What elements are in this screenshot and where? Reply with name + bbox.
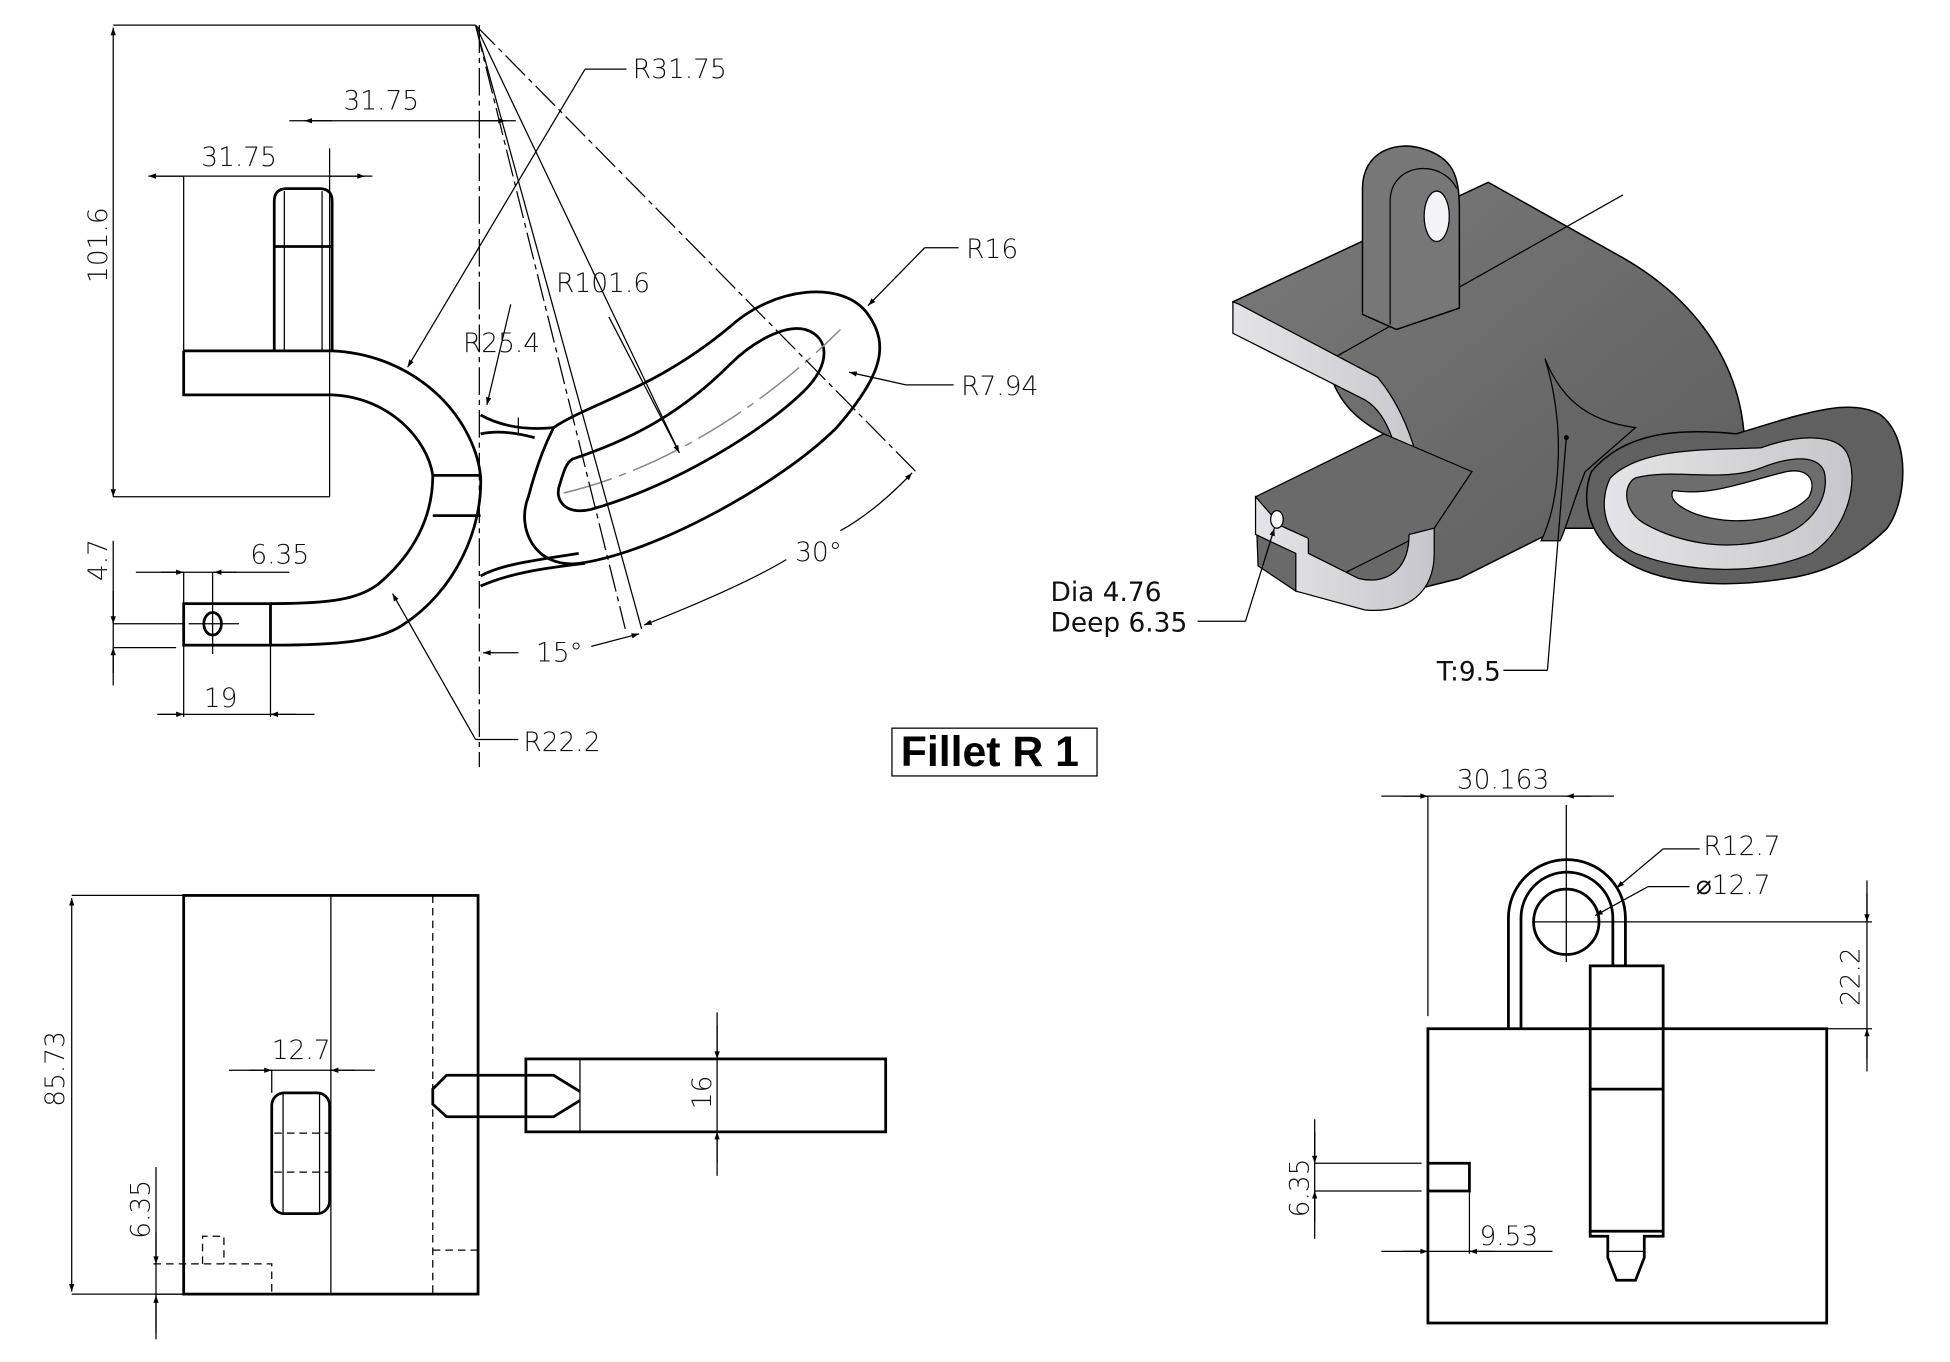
top-view-construction-lines [113,24,917,768]
dim-overall-height: 101.6 [83,207,114,283]
dim-side-hole-offset: 6.35 [1284,1159,1315,1218]
dim-inner-radius: R22.2 [523,727,600,758]
dim-hole-offset: 6.35 [250,539,309,570]
dim-slot-outer-radius: R16 [966,234,1018,265]
dim-front-arm-width: 16 [687,1076,718,1110]
top-view-dimension-lines [110,27,959,741]
dim-slot-angle: 30° [795,537,842,568]
dim-front-slot-width: 12.7 [272,1035,331,1066]
top-view: 101.6 31.75 31.75 R31.75 R101.6 R25.4 R1… [83,24,1038,768]
dim-slot-inner-radius: R7.94 [961,371,1038,402]
dim-side-lug-height: 22.2 [1835,947,1866,1006]
top-view-outline [182,187,882,654]
fillet-note-text: Fillet R 1 [901,728,1079,776]
isometric-view: Dia 4.76 Deep 6.35 T:9.5 [1050,145,1904,687]
dim-lug-offset: 31.75 [201,142,277,173]
dim-web-radius: R25.4 [463,328,540,359]
dim-side-lug-radius: R12.7 [1703,831,1780,862]
dim-tab-height: 4.7 [83,539,114,581]
iso-hole [1270,509,1284,529]
thickness-note: T:9.5 [1436,656,1501,687]
top-view-labels: 101.6 31.75 31.75 R31.75 R101.6 R25.4 R1… [83,54,1038,758]
dim-boss-radius: R31.75 [633,54,727,85]
front-view: 85.73 12.7 6.35 16 [40,894,888,1340]
dim-front-hole-offset: 6.35 [126,1180,157,1239]
hole-note-diameter: Dia 4.76 [1050,577,1161,608]
hole-note-depth: Deep 6.35 [1050,607,1187,638]
dim-start-angle: 15° [536,638,583,669]
dim-tab-length: 19 [204,683,238,714]
fillet-note: Fillet R 1 [891,727,1098,777]
dim-side-lug-offset: 30.163 [1457,765,1549,796]
dim-offset-top: 31.75 [343,85,419,116]
side-view: 30.163 R12.7 ⌀12.7 22.2 6.35 9.53 [1284,765,1872,1325]
dim-side-hole-diameter: ⌀12.7 [1696,870,1771,901]
dim-side-hole-depth: 9.53 [1479,1221,1538,1252]
dim-slot-center-radius: R101.6 [556,268,650,299]
dim-front-height: 85.73 [40,1031,71,1107]
